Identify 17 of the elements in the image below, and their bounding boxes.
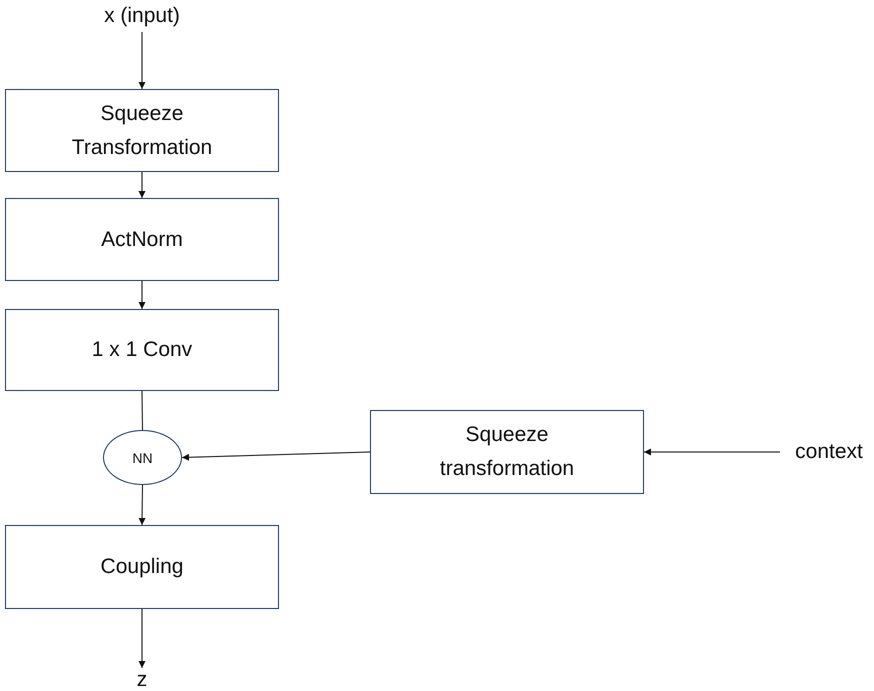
arrow: [138, 172, 146, 198]
arrow: [644, 448, 780, 456]
process-box: Squeeze transformation: [370, 410, 644, 494]
text-label: x (input): [90, 0, 194, 32]
connector-line: [142, 390, 143, 430]
process-box: ActNorm: [5, 198, 279, 281]
nn-ellipse: NN: [103, 430, 182, 485]
arrow: [138, 608, 146, 668]
arrow: [138, 32, 146, 90]
process-box: Coupling: [5, 525, 279, 609]
arrow: [182, 452, 370, 461]
text-label: context: [784, 436, 874, 468]
process-box: 1 x 1 Conv: [5, 309, 279, 391]
process-box: Squeeze Transformation: [5, 89, 279, 172]
arrow: [138, 484, 146, 526]
arrow: [138, 280, 146, 310]
text-label: z: [130, 668, 154, 691]
